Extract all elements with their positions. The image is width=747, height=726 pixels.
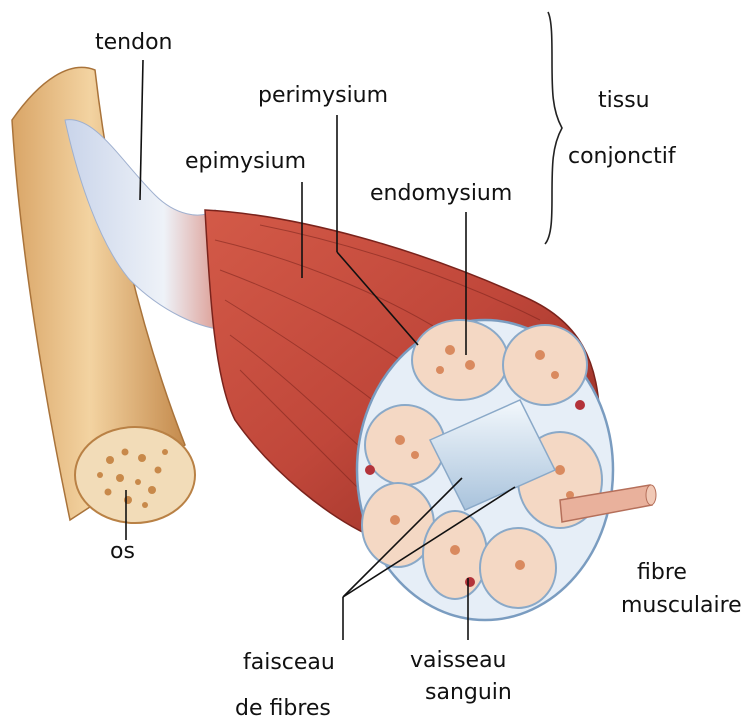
label-endomysium: endomysium: [370, 183, 512, 205]
fascicle: [412, 320, 508, 400]
label-de-fibres: de fibres: [235, 698, 331, 720]
fascicle: [503, 325, 587, 405]
label-tissu: tissu: [598, 90, 650, 112]
tendon-leader: [140, 60, 143, 200]
label-musculaire: musculaire: [621, 595, 742, 617]
label-conjonctif: conjonctif: [568, 146, 676, 168]
bone-cross-section: [75, 427, 195, 523]
connective-tissue-brace: [545, 12, 562, 244]
label-fibre: fibre: [637, 562, 687, 584]
label-epimysium: epimysium: [185, 151, 306, 173]
muscle-cross-section: [357, 320, 656, 620]
label-perimysium: perimysium: [258, 85, 388, 107]
label-tendon: tendon: [95, 32, 172, 54]
label-sanguin: sanguin: [425, 682, 512, 704]
label-faisceau: faisceau: [243, 652, 335, 674]
label-os: os: [110, 541, 135, 563]
label-vaisseau: vaisseau: [410, 650, 507, 672]
